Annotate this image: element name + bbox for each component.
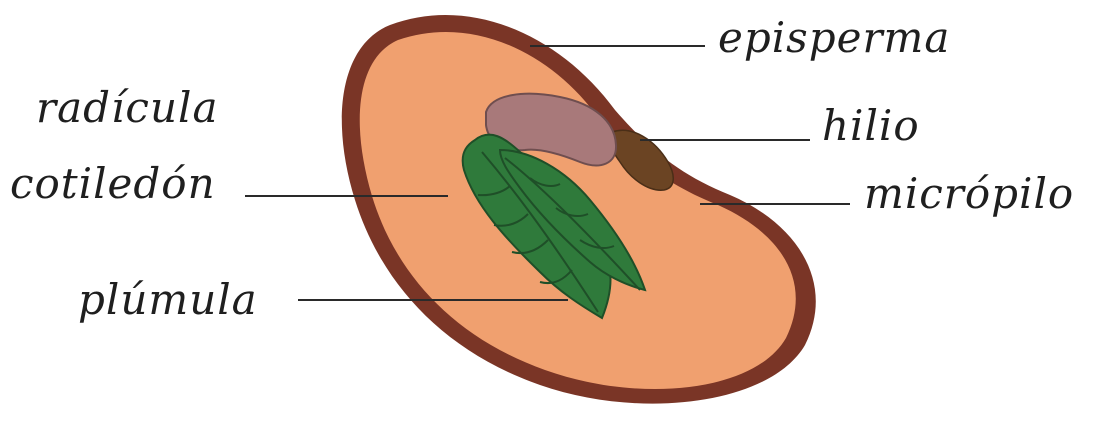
label-plumula: plúmula [78, 275, 258, 324]
label-hilio: hilio [822, 101, 920, 150]
label-episperma: episperma [718, 13, 950, 62]
label-radicula: radícula [36, 83, 218, 132]
label-micropilo: micrópilo [864, 169, 1074, 218]
label-cotiledon: cotiledón [10, 159, 216, 208]
